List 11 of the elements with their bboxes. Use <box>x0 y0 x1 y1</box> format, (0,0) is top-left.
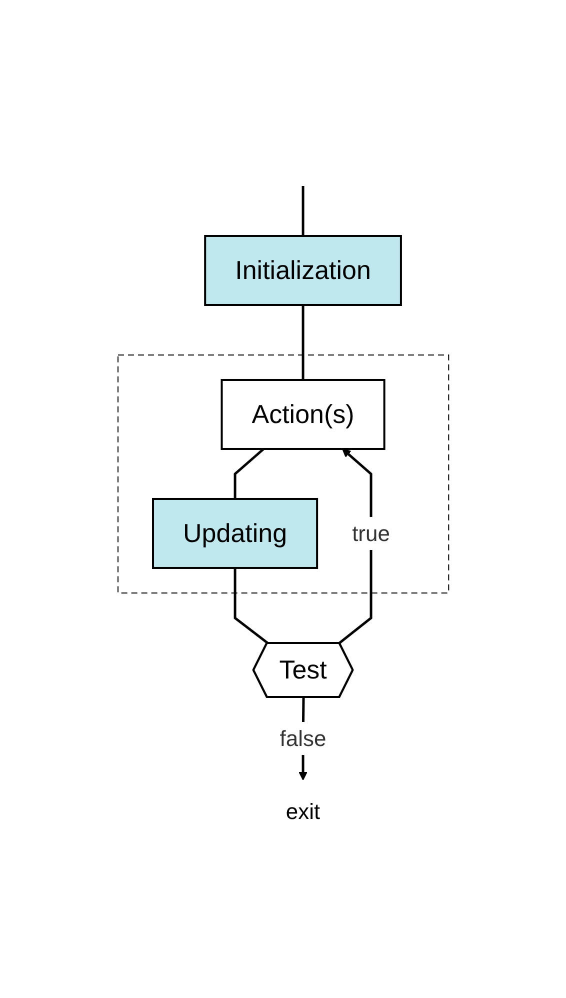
connector <box>233 448 264 498</box>
edge-label: false <box>279 725 326 750</box>
node-text: exit <box>286 798 320 824</box>
node-box: Action(s) <box>220 378 385 450</box>
connector <box>301 304 304 380</box>
node-box: Initialization <box>204 234 402 306</box>
cluster <box>117 354 449 593</box>
node-box: Updating <box>152 498 318 568</box>
edge-label: true <box>352 520 390 546</box>
connector <box>233 568 269 644</box>
connector <box>301 186 304 236</box>
